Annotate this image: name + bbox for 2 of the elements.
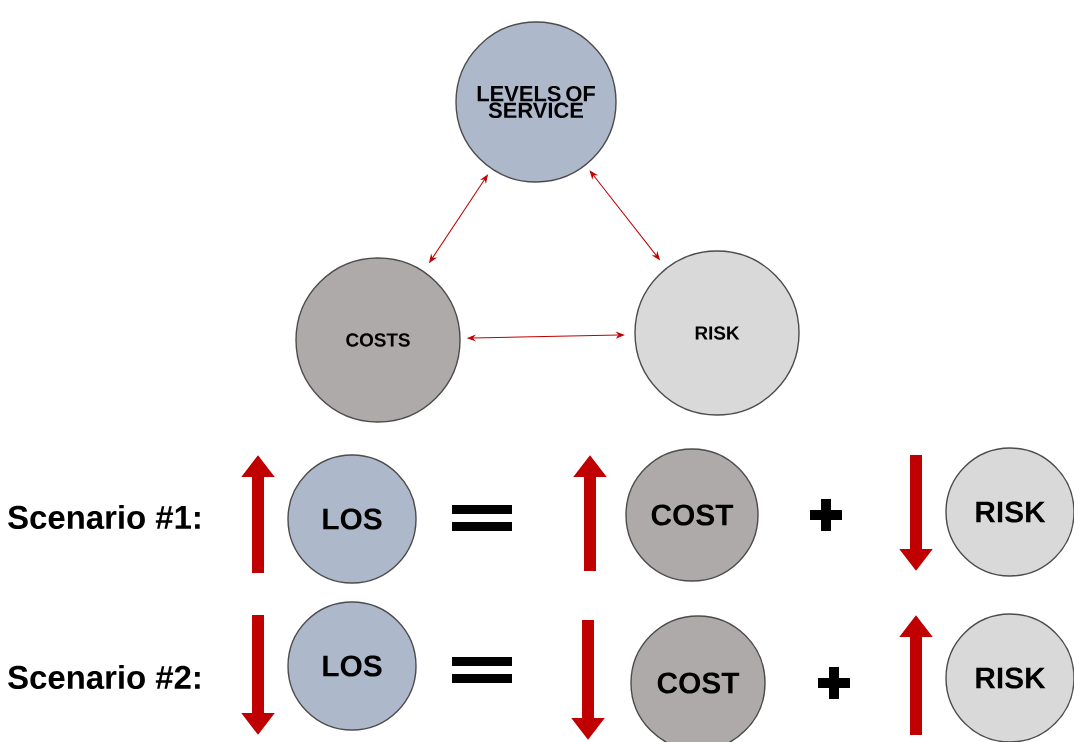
scenario-label: Scenario #2: bbox=[8, 664, 200, 690]
scenario-label: Scenario #1: bbox=[8, 504, 200, 530]
